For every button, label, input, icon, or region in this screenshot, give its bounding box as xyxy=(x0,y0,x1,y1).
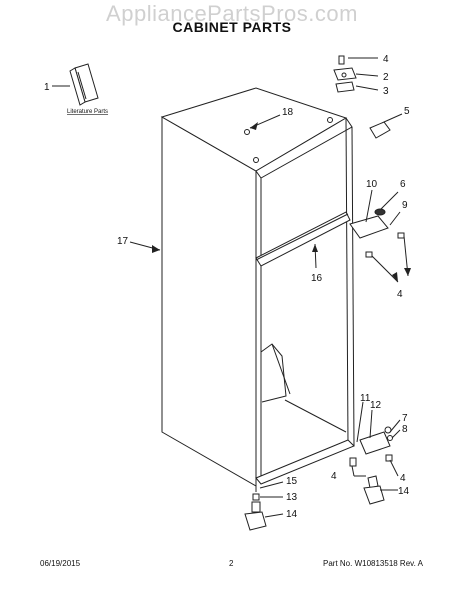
literature-booklet xyxy=(69,63,99,106)
top-hinge xyxy=(333,55,357,93)
hinge-cover xyxy=(369,121,391,139)
watermark: AppliancePartsPros.com xyxy=(106,1,358,26)
callout-4-bottom-left: 4 xyxy=(331,471,337,482)
cabinet xyxy=(160,87,355,492)
callout-2: 2 xyxy=(383,72,389,83)
callout-13: 13 xyxy=(286,492,298,503)
callout-9: 9 xyxy=(402,200,408,211)
callout-14-right: 14 xyxy=(398,486,410,497)
callout-15: 15 xyxy=(286,476,298,487)
footer-page-number: 2 xyxy=(229,559,234,568)
callout-16: 16 xyxy=(311,273,323,284)
callout-2-hinge-pin-top: 4 xyxy=(383,54,389,65)
center-hinge xyxy=(349,208,405,258)
callout-4-center: 4 xyxy=(397,289,403,300)
literature-caption: Literature Parts xyxy=(67,109,108,115)
page-title: CABINET PARTS xyxy=(172,19,292,35)
callout-6: 6 xyxy=(400,179,406,190)
footer-date: 06/19/2015 xyxy=(40,559,81,568)
arrowheads xyxy=(152,122,411,282)
callout-18: 18 xyxy=(282,107,294,118)
callout-14-left: 14 xyxy=(286,509,298,520)
callout-3: 3 xyxy=(383,86,389,97)
callout-12: 12 xyxy=(370,400,382,411)
leveling-leg-left xyxy=(244,493,267,531)
callout-1: 1 xyxy=(44,82,50,93)
callout-17: 17 xyxy=(117,236,129,247)
leader-lines xyxy=(52,57,409,518)
leveling-leg-right xyxy=(363,475,385,505)
callout-11: 11 xyxy=(360,393,371,404)
bottom-hinge xyxy=(349,426,393,467)
footer-part-number: Part No. W10813518 Rev. A xyxy=(323,559,423,568)
callout-5: 5 xyxy=(404,106,410,117)
callout-8: 8 xyxy=(402,424,408,435)
callout-4-bottom-right: 4 xyxy=(400,473,406,484)
callout-10: 10 xyxy=(366,179,378,190)
callout-7: 7 xyxy=(402,413,408,424)
